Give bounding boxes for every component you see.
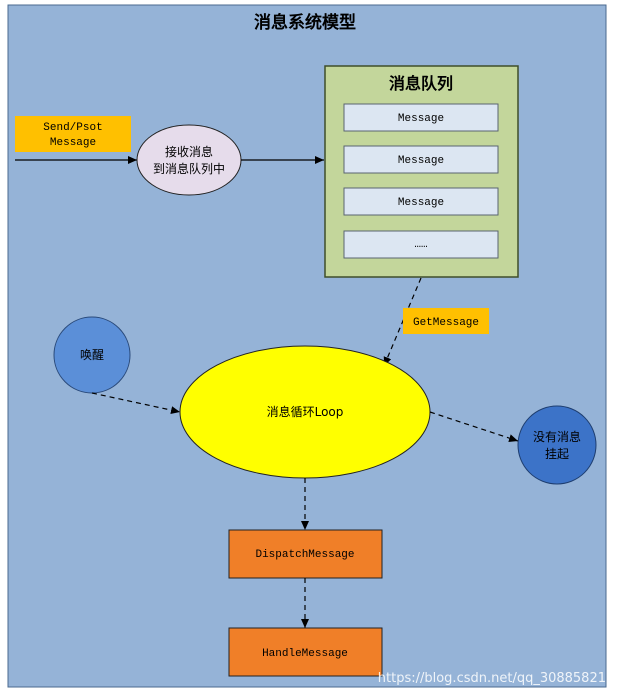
suspend-arrow: [429, 411, 519, 442]
send-message-label-box: [15, 116, 131, 152]
send-message-label-line1: Send/Psot: [43, 122, 102, 134]
handle-message-box: [228, 627, 383, 677]
queue-item-label: ……: [414, 239, 427, 251]
queue-item: [343, 187, 499, 216]
receive-message-line1: 接收消息: [165, 144, 213, 159]
suspend-node: [517, 405, 597, 485]
watermark: https://blog.csdn.net/qq_30885821: [378, 671, 606, 686]
queue-item: [343, 230, 499, 259]
suspend-label-line2: 挂起: [545, 447, 569, 461]
wake-arrow: [91, 392, 181, 415]
queue-item-label: Message: [398, 197, 444, 209]
wake-label: 唤醒: [80, 348, 104, 362]
queue-item: [343, 103, 499, 132]
get-message-arrow: [383, 277, 422, 367]
dispatch-message-label: DispatchMessage: [255, 549, 354, 561]
dispatch-message-box: [228, 529, 383, 579]
receive-message-node: [136, 124, 242, 196]
queue-item-label: Message: [398, 155, 444, 167]
get-message-label-box: [403, 308, 489, 334]
send-message-label-line2: Message: [50, 137, 96, 149]
receive-message-line2: 到消息队列中: [153, 161, 225, 176]
suspend-label-line1: 没有消息: [533, 429, 581, 444]
message-queue-title: 消息队列: [389, 74, 453, 93]
handle-message-label: HandleMessage: [262, 648, 348, 660]
diagram-title: 消息系统模型: [254, 12, 356, 33]
queue-item: [343, 145, 499, 174]
message-loop-label: 消息循环Loop: [267, 404, 344, 419]
get-message-label: GetMessage: [413, 317, 479, 329]
queue-item-label: Message: [398, 113, 444, 125]
